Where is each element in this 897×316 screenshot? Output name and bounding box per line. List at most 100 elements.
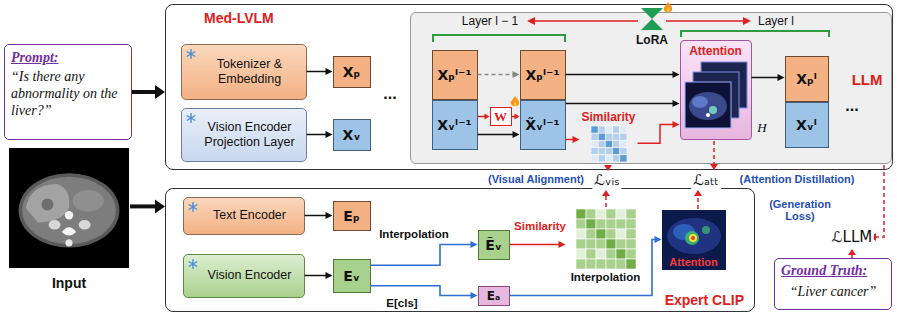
node-label: Input [52, 275, 86, 291]
node-label: Xᵥˡ⁻¹ [437, 117, 471, 133]
arrow-head [743, 17, 751, 25]
connector [307, 68, 333, 75]
connector-line [752, 77, 779, 79]
arrow-head [559, 241, 566, 248]
connector-line [478, 134, 514, 136]
node-label: Expert CLIP [665, 292, 744, 308]
token-box: X̃ᵥˡ⁻¹ [520, 100, 566, 150]
connector-line [305, 215, 327, 217]
connector [132, 85, 165, 99]
lora-icon [641, 8, 663, 19]
frozen-icon [185, 112, 197, 124]
attention-map: Attention [662, 210, 726, 270]
connector-line [566, 74, 674, 76]
node-label: Text Encoder [213, 208, 286, 223]
attention-box: Attention [680, 40, 752, 140]
node-label: Ẽᵥ [485, 237, 502, 253]
connector [566, 136, 580, 143]
node-label: W [494, 110, 507, 123]
connector [478, 114, 490, 120]
node-label: Xᵥˡ [796, 117, 817, 133]
layer-bracket [433, 35, 565, 42]
edge-label: E[cls] [384, 297, 419, 309]
connector [566, 100, 680, 107]
arrow-head [326, 131, 333, 138]
node-label: Tokenizer & Embedding [198, 57, 302, 87]
embedding-box: Ẽᵥ [478, 230, 510, 260]
arrow-head [515, 114, 520, 120]
node-label: “Is there any abnormality on the liver?” [11, 69, 125, 119]
arrow-head [655, 236, 662, 243]
arrow-head [471, 241, 478, 248]
arrow-head [513, 71, 520, 78]
arrow-head [694, 190, 702, 196]
similarity-grid: Similarity [580, 110, 638, 162]
loss-symbol: ℒₐₜₜ [691, 171, 721, 189]
node-label: Xᵥ [343, 127, 361, 143]
token-box: Xᵥ [333, 119, 371, 151]
arrow-head [778, 74, 785, 81]
similarity-matrix [576, 209, 636, 269]
node-label: Xₚ [343, 64, 361, 80]
arrow-head [326, 212, 333, 219]
input-image: Input [8, 148, 130, 294]
arrow-head [471, 292, 478, 299]
token-box: Xᵥˡ⁻¹ [432, 100, 478, 150]
node-label: “Liver cancer” [790, 284, 877, 300]
arrow-head [848, 249, 856, 255]
node-label: Attention [689, 44, 742, 58]
node-label: Eₐ [487, 289, 501, 303]
model-frame: Med-LVLMTokenizer & EmbeddingVision Enco… [165, 4, 893, 170]
frozen-icon [187, 258, 199, 270]
loss-name: (Visual Alignment) [486, 173, 586, 185]
encoder-box: Text Encoder [183, 197, 305, 235]
connector-line [510, 240, 656, 296]
token-box: Xₚ [333, 56, 371, 88]
head-count-label: H [755, 120, 768, 136]
loss-leader [876, 165, 884, 237]
clip-frame: Expert CLIP Text EncoderVision Encoder EₚE… [165, 188, 755, 312]
layer-label: Layer l − 1 [460, 14, 520, 28]
connector [305, 272, 333, 279]
connector-line [566, 139, 574, 141]
ground-truth-box: Ground Truth:“Liver cancer” [774, 258, 892, 310]
connector [512, 114, 520, 120]
connector [566, 71, 680, 78]
connector [638, 121, 680, 143]
connector-line [478, 116, 486, 118]
similarity-grid: Interpolation [566, 206, 646, 286]
node-label: Med-LVLM [204, 10, 274, 26]
arrow-head [527, 17, 535, 25]
connector-line [307, 134, 327, 136]
node-label: Vision Encoder [208, 268, 292, 283]
attention-stack [683, 60, 749, 136]
node-label: Eᵥ [343, 268, 360, 284]
node-label: Xₚˡ⁻¹ [525, 67, 559, 83]
connector [510, 241, 566, 248]
arrow-head [673, 71, 680, 78]
flame-icon [510, 96, 520, 108]
encoder-box: Vision Encoder [183, 254, 305, 298]
loss-leader [606, 141, 884, 258]
arrow-head [485, 114, 490, 120]
arrow-head [673, 121, 680, 128]
loss-symbol: ℒᵥᵢₛ [592, 171, 621, 189]
arrow-head [673, 100, 680, 107]
connector [510, 236, 662, 296]
connector-line [566, 103, 674, 105]
node-label: X̃ᵥˡ⁻¹ [525, 117, 559, 133]
loss-symbol: ℒLLM [830, 228, 874, 246]
token-box: Xₚˡ [785, 56, 829, 102]
node-label: LLM [852, 71, 883, 88]
embedding-box: Eₚ [333, 201, 371, 231]
loss-leader [605, 196, 607, 207]
prompt-box: Prompt:“Is there any abnormality on the … [4, 44, 132, 140]
loss-leader [713, 141, 715, 164]
connector-line [371, 286, 472, 296]
connector [130, 199, 165, 213]
arrow-head [155, 85, 165, 99]
flame-icon [667, 7, 670, 12]
edge-label: Interpolation [377, 228, 451, 240]
loss-name: (Attention Distillation) [738, 173, 857, 185]
